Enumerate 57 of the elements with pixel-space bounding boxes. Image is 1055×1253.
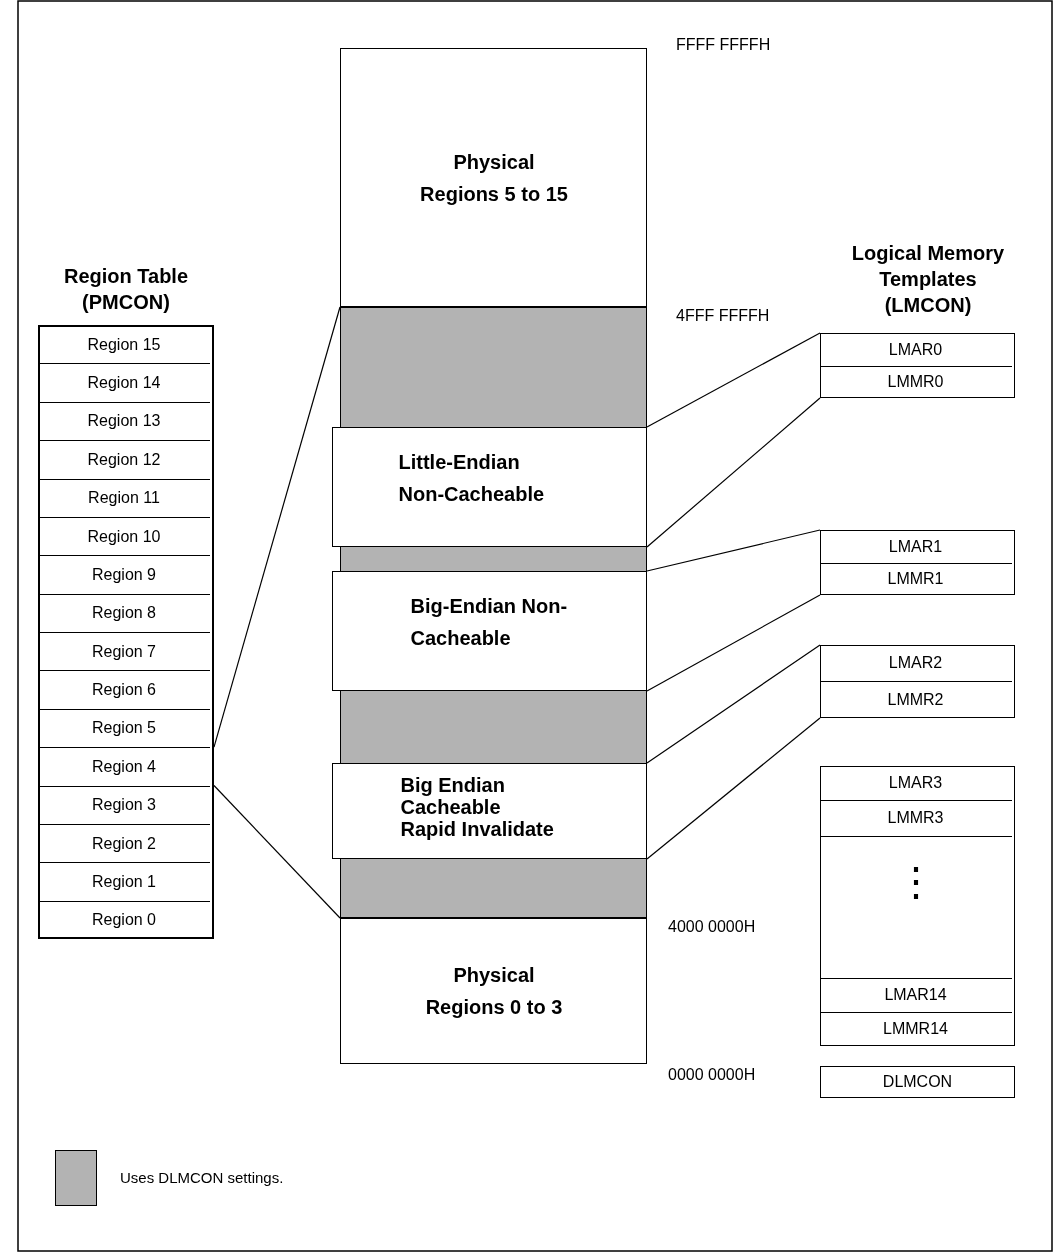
register-name: LMMR3	[886, 809, 945, 827]
memory-window-band	[331, 426, 647, 547]
register-name: LMMR14	[882, 1020, 949, 1038]
funnel-line	[646, 529, 821, 572]
register-name: LMAR2	[887, 654, 944, 673]
column-heading: Logical Memory Templates (LMCON)	[850, 241, 1006, 318]
register-name: Region 7	[90, 642, 157, 661]
register-name: DLMCON	[881, 1073, 954, 1091]
legend-text: Uses DLMCON settings.	[120, 1169, 284, 1186]
funnel-line	[646, 332, 821, 428]
register-name: LMMR2	[886, 690, 945, 709]
register-name: LMAR0	[887, 340, 944, 359]
register-name: Region 0	[90, 911, 157, 930]
register-name: LMAR3	[887, 774, 944, 793]
register-name: Region 9	[90, 565, 157, 584]
funnel-line	[646, 717, 821, 860]
register-name: Region 6	[90, 681, 157, 700]
address-label: 4FFF FFFFH	[676, 307, 770, 325]
register-name: Region 11	[87, 489, 161, 508]
register-name: LMMR0	[886, 373, 945, 391]
register-pair-box	[820, 333, 1015, 398]
memory-region-box	[340, 918, 647, 1064]
register-name: Region 12	[86, 450, 162, 469]
region-attribute-text: Big-Endian Non-Cacheable	[410, 593, 569, 651]
memory-window-band	[331, 762, 647, 859]
region-attribute-text: Little-Endian Non-Cacheable	[398, 449, 546, 507]
register-name: Region 5	[90, 719, 157, 738]
register-cell	[820, 1066, 1015, 1098]
register-name: Region 1	[90, 872, 157, 891]
register-name: Region 4	[90, 757, 157, 776]
memory-region-box	[340, 48, 647, 307]
address-label: 4000 0000H	[668, 918, 756, 936]
funnel-line	[646, 397, 821, 548]
register-name: Region 13	[86, 412, 162, 431]
register-name: LMMR1	[886, 570, 945, 588]
register-name: Region 10	[86, 527, 162, 546]
register-name: Region 15	[86, 336, 162, 355]
region-title: Physical Regions 0 to 3	[424, 963, 564, 1020]
memory-window-band	[331, 570, 647, 691]
register-pair-box	[820, 645, 1015, 718]
address-label: 0000 0000H	[668, 1066, 756, 1084]
register-pair-box	[820, 530, 1015, 595]
address-label: FFFF FFFFH	[676, 36, 771, 54]
register-name: Region 14	[86, 374, 162, 393]
register-name: Region 8	[90, 604, 157, 623]
region-attribute-text: Big Endian Cacheable Rapid Invalidate	[400, 773, 555, 841]
register-name: Region 2	[90, 834, 157, 853]
ellipsis: ⋮	[894, 857, 937, 905]
funnel-line	[646, 644, 821, 764]
register-name: Region 3	[90, 796, 157, 815]
register-name: LMAR1	[887, 537, 944, 556]
register-name: LMAR14	[883, 986, 948, 1004]
region-title: Physical Regions 5 to 15	[419, 149, 569, 207]
table-heading: Region Table (PMCON)	[62, 264, 190, 315]
register-pair-box	[820, 766, 1015, 1046]
funnel-line	[646, 594, 821, 692]
zoom-line	[213, 784, 341, 919]
